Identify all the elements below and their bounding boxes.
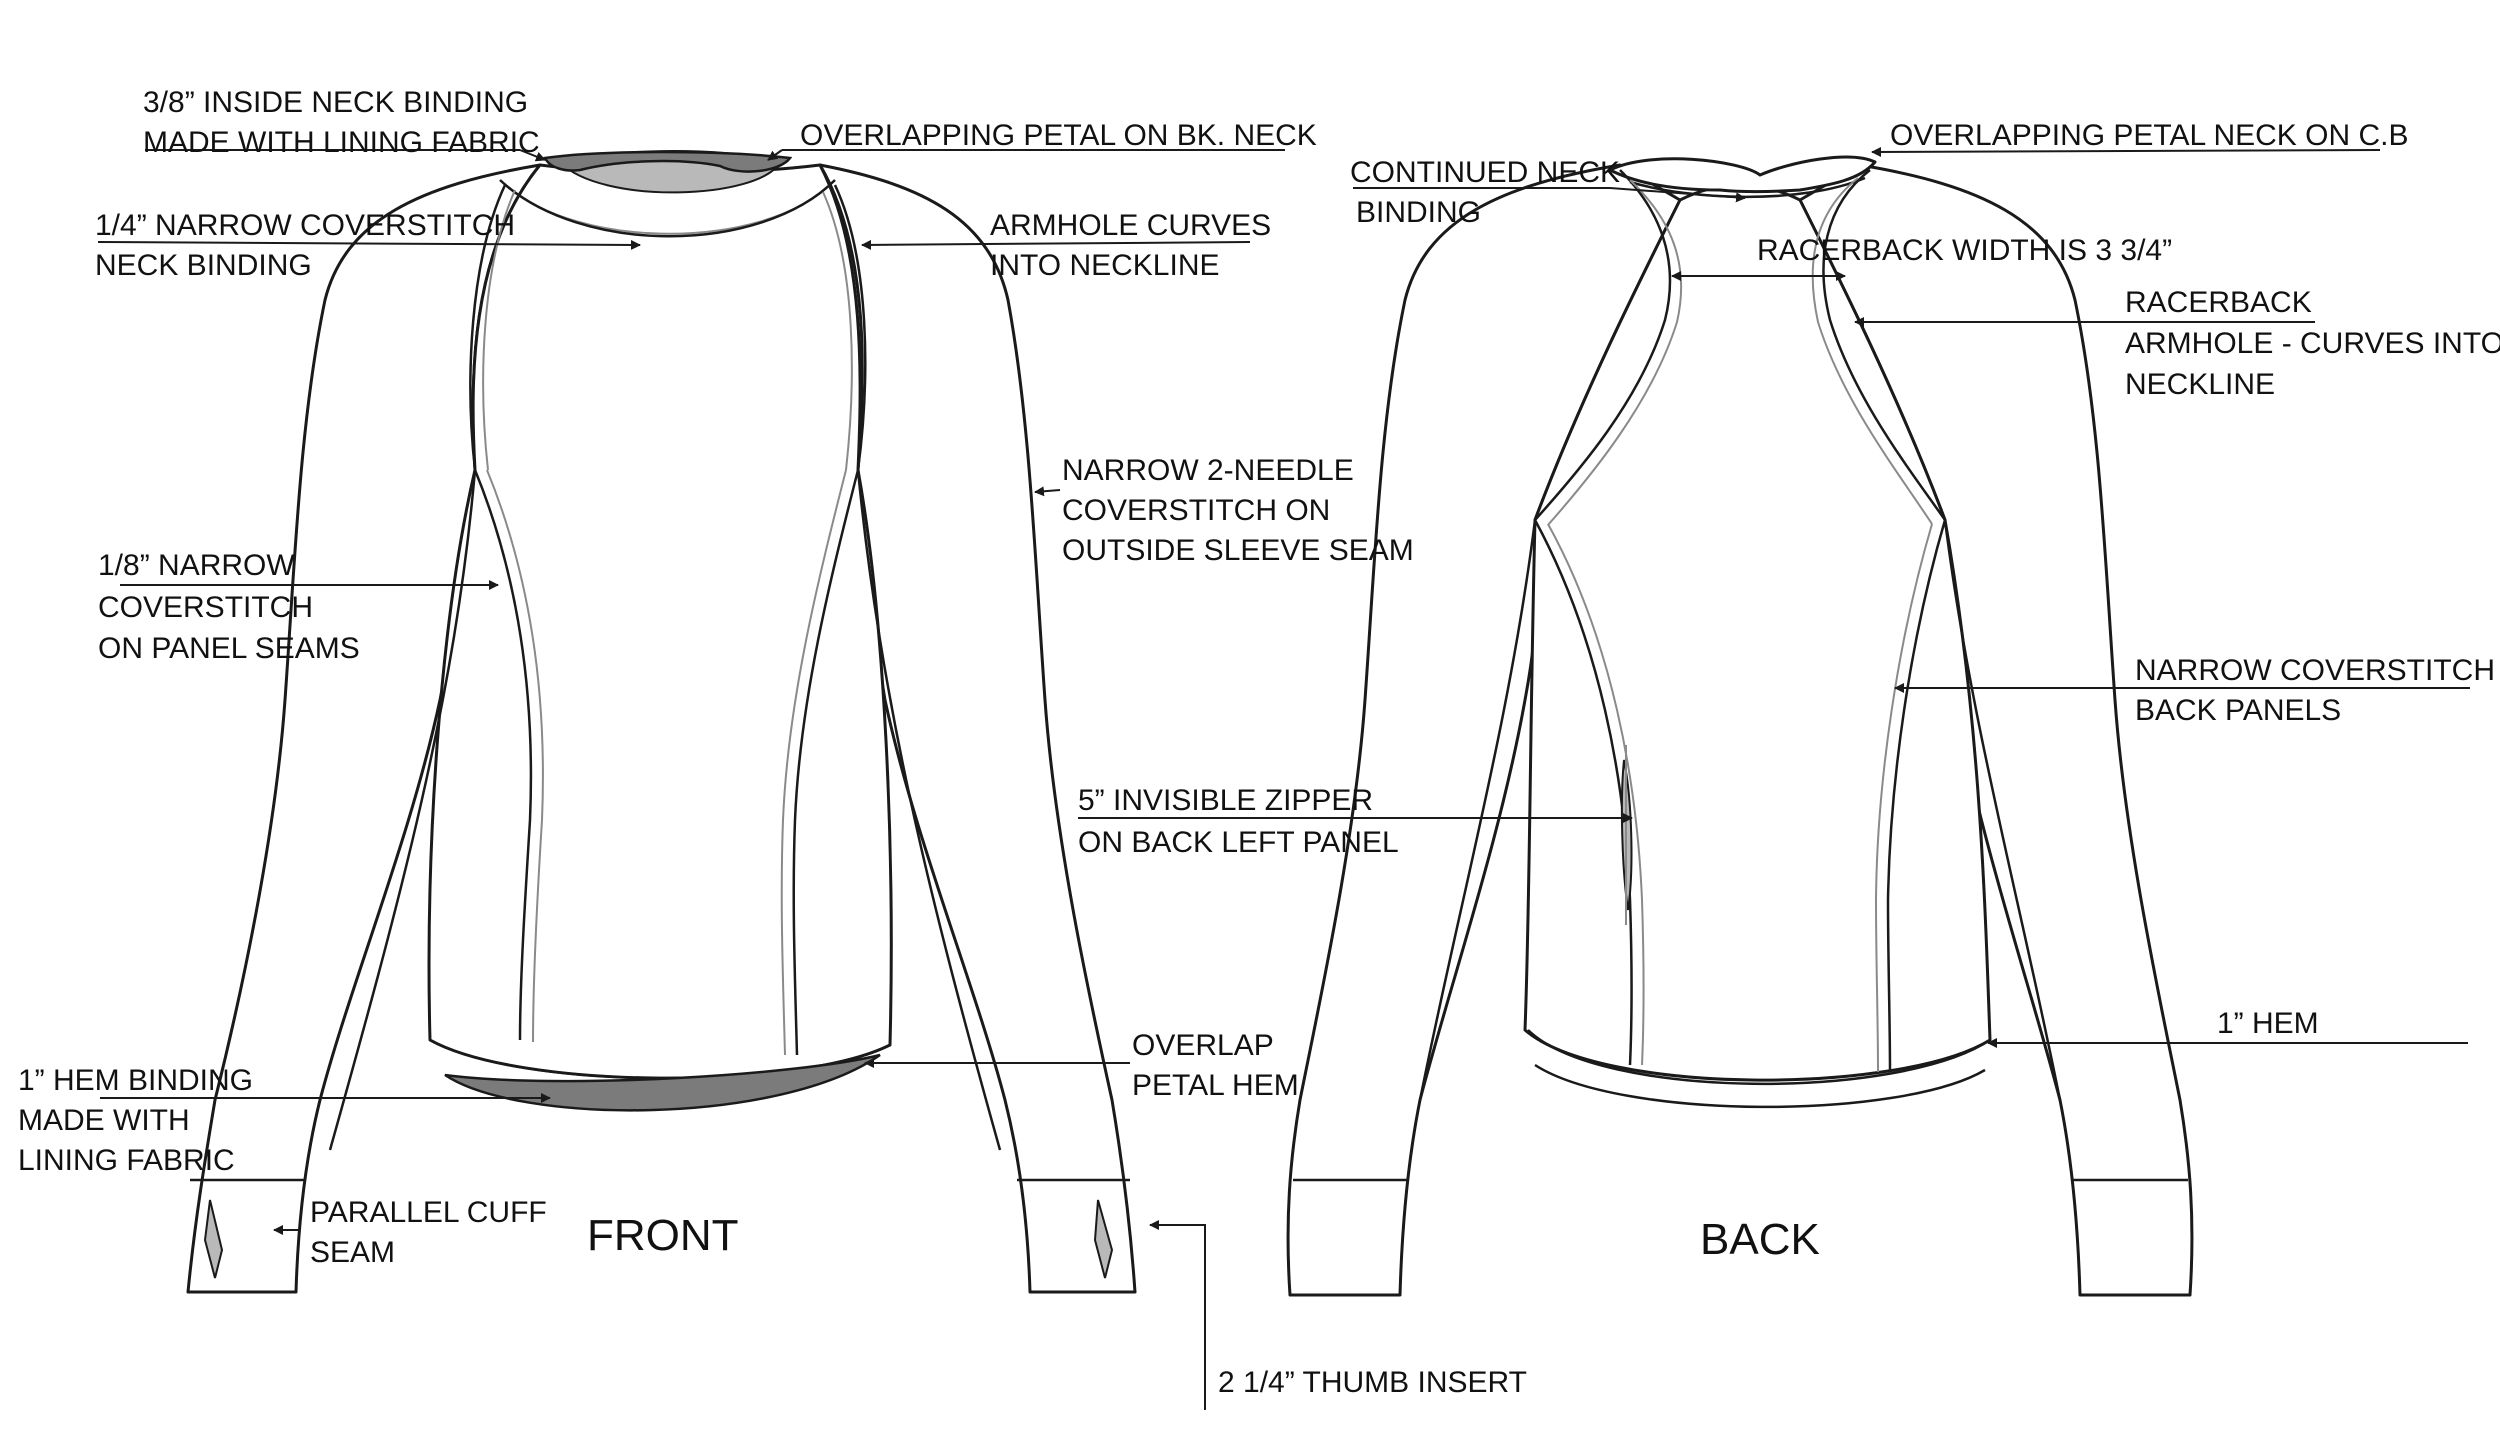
hem-binding-line2: MADE WITH: [18, 1104, 190, 1137]
panel-seams-line3: ON PANEL SEAMS: [98, 632, 360, 665]
overlap-petal-hem-line2: PETAL HEM: [1132, 1069, 1299, 1102]
front-hem-binding: [444, 1053, 881, 1112]
back-neck-binding: [1608, 155, 1877, 193]
back-leader-lines: [1078, 146, 2470, 1048]
panel-seams-line2: COVERSTITCH: [98, 591, 313, 624]
two-needle-line2: COVERSTITCH ON: [1062, 494, 1330, 527]
zipper-line1: 5” INVISIBLE ZIPPER: [1078, 784, 1373, 817]
front-callout-labels: 3/8” INSIDE NECK BINDING MADE WITH LININ…: [18, 86, 1527, 1399]
neck-coverstitch-line2: NECK BINDING: [95, 249, 312, 282]
neck-coverstitch-line1: 1/4” NARROW COVERSTITCH: [95, 209, 515, 242]
back-garment-drawing: [1286, 155, 2194, 1297]
two-needle-line1: NARROW 2-NEEDLE: [1062, 454, 1354, 487]
continued-neck-line2: BINDING: [1356, 196, 1481, 229]
back-callout-labels: CONTINUED NECK BINDING OVERLAPPING PETAL…: [1078, 119, 2500, 1264]
thumb-insert: 2 1/4” THUMB INSERT: [1218, 1366, 1527, 1399]
back-view-title: BACK: [1700, 1215, 1820, 1264]
racerback-width: RACERBACK WIDTH IS 3 3/4”: [1757, 234, 2172, 267]
back-panels-line2: BACK PANELS: [2135, 694, 2341, 727]
two-needle-line3: OUTSIDE SLEEVE SEAM: [1062, 534, 1414, 567]
armhole-curves-line1: ARMHOLE CURVES: [990, 209, 1271, 242]
overlap-petal-hem-line1: OVERLAP: [1132, 1029, 1274, 1062]
back-hem: 1” HEM: [2217, 1007, 2319, 1040]
hem-binding-line1: 1” HEM BINDING: [18, 1064, 253, 1097]
front-leader-lines: [97, 149, 1285, 1410]
inside-neck-binding-line1: 3/8” INSIDE NECK BINDING: [143, 86, 528, 119]
parallel-cuff-line2: SEAM: [310, 1236, 395, 1269]
front-neck-petal: [543, 150, 793, 173]
overlapping-petal-bk-neck: OVERLAPPING PETAL ON BK. NECK: [800, 119, 1317, 152]
continued-neck-line1: CONTINUED NECK: [1350, 156, 1620, 189]
racerback-armhole-line2: ARMHOLE - CURVES INTO: [2125, 327, 2500, 360]
zipper-line2: ON BACK LEFT PANEL: [1078, 826, 1399, 859]
front-garment-drawing: [186, 150, 1137, 1294]
front-view-title: FRONT: [587, 1211, 739, 1260]
front-left-thumb-insert: [203, 1199, 224, 1279]
racerback-armhole-line3: NECKLINE: [2125, 368, 2275, 401]
hem-binding-line3: LINING FABRIC: [18, 1144, 235, 1177]
racerback-armhole-line1: RACERBACK: [2125, 286, 2312, 319]
armhole-curves-line2: INTO NECKLINE: [990, 249, 1220, 282]
back-panels-line1: NARROW COVERSTITCH: [2135, 654, 2495, 687]
parallel-cuff-line1: PARALLEL CUFF: [310, 1196, 547, 1229]
front-right-thumb-insert: [1093, 1199, 1114, 1279]
inside-neck-binding-line2: MADE WITH LINING FABRIC: [143, 126, 540, 159]
panel-seams-line1: 1/8” NARROW: [98, 549, 295, 582]
overlapping-petal-neck-cb: OVERLAPPING PETAL NECK ON C.B: [1890, 119, 2408, 152]
